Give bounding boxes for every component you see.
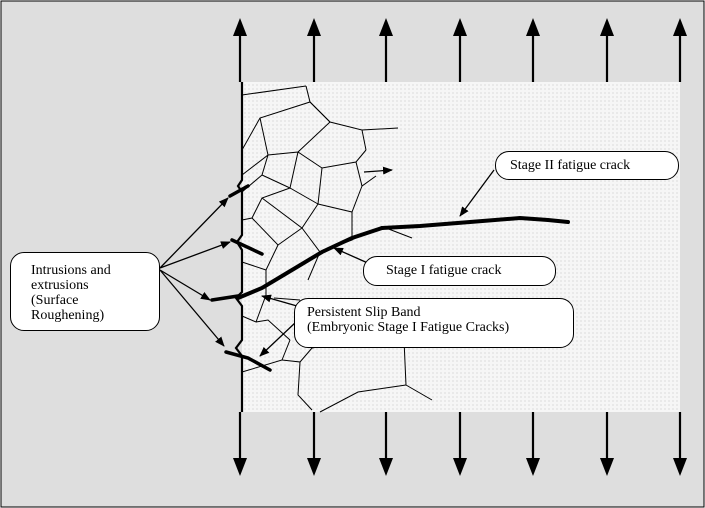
intrusions-line-1: Intrusions and	[31, 263, 111, 278]
top-load-arrow	[307, 18, 321, 82]
stage2-crack-line	[380, 215, 570, 230]
bottom-load-arrow	[379, 412, 393, 476]
stage1-crack-line	[236, 226, 384, 300]
top-load-arrow	[453, 18, 467, 82]
top-load-arrow	[379, 18, 393, 82]
bottom-load-arrows	[233, 412, 687, 476]
top-load-arrow	[233, 18, 247, 82]
slip-band-cracks	[210, 184, 272, 372]
specimen-body	[242, 82, 680, 412]
intrusions-line-4: Roughening)	[31, 308, 105, 323]
psb-line-2: (Embryonic Stage I Fatigue Cracks)	[307, 320, 510, 335]
psb-line-1: Persistent Slip Band	[307, 305, 421, 320]
bottom-load-arrow	[307, 412, 321, 476]
bottom-load-arrow	[526, 412, 540, 476]
top-load-arrow	[673, 18, 687, 82]
psb-label: Persistent Slip Band (Embryonic Stage I …	[294, 298, 574, 348]
bottom-load-arrow	[233, 412, 247, 476]
intrusions-line-2: extrusions	[31, 278, 89, 293]
bottom-load-arrow	[600, 412, 614, 476]
intrusions-line-3: (Surface	[31, 293, 79, 308]
top-load-arrow	[526, 18, 540, 82]
stage1-label: Stage I fatigue crack	[363, 256, 556, 286]
stage2-label: Stage II fatigue crack	[495, 151, 679, 180]
bottom-load-arrow	[673, 412, 687, 476]
bottom-load-arrow	[453, 412, 467, 476]
stage1-pointer	[333, 247, 371, 265]
grain-boundaries	[241, 85, 433, 413]
top-load-arrows	[233, 18, 687, 82]
stage2-pointer	[459, 169, 495, 217]
top-load-arrow	[600, 18, 614, 82]
intrusions-pointers	[159, 197, 231, 347]
specimen-surface	[234, 82, 244, 412]
stage1-label-text: Stage I fatigue crack	[386, 263, 502, 278]
grain-pointer	[363, 166, 393, 175]
intrusions-label: Intrusions and extrusions (Surface Rough…	[10, 252, 160, 331]
stage2-label-text: Stage II fatigue crack	[510, 158, 631, 173]
